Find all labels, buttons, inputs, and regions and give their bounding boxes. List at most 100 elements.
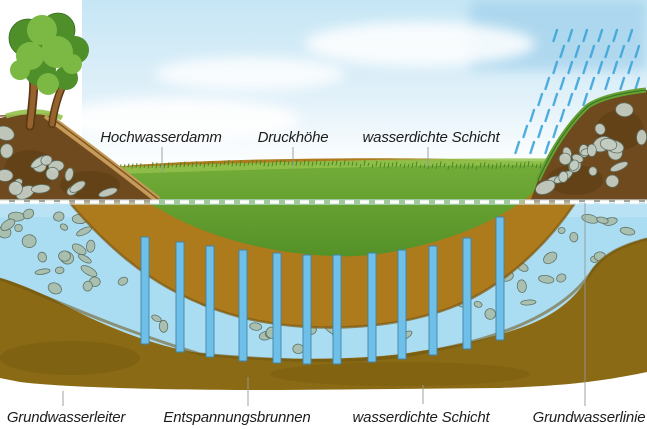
grass-tuft [307,160,310,166]
right-dam-stones [535,102,647,195]
grass-tuft [279,159,282,165]
grass-tuft [491,164,494,169]
grass-tuft [155,162,158,169]
rain-drop [597,60,604,75]
rain-drop [627,28,634,43]
relief-well [140,236,150,345]
rain-drop [627,60,634,75]
rain-drop [612,28,619,43]
grass-tuft [299,161,302,166]
grass-tuft [515,162,518,168]
rain [514,28,641,155]
stone [0,125,15,141]
grass-tuft [447,165,450,170]
grass-tuft [451,161,454,168]
stone [69,180,86,193]
stone [569,231,579,243]
olive-layer [0,238,647,390]
grass-tuft [359,163,362,168]
basin-green [98,160,565,257]
grass-tuft [399,163,402,168]
stone [520,299,537,306]
stone [71,243,87,256]
relief-well [367,252,377,363]
grass-tuft [235,162,238,166]
grass-tuft [503,163,506,168]
stone [86,239,96,253]
label-grundwasserleiter: Grundwasserleiter [6,409,126,426]
rain-drop [597,28,604,43]
stone [473,301,483,308]
grass-tuft [139,163,142,169]
stone [557,226,566,234]
label-wasserdichte-schicht-oben: wasserdichte Schicht [362,129,500,146]
grass-tuft [195,161,198,168]
stone [484,308,496,320]
grass-tuft [539,162,542,169]
tree [8,12,89,131]
relief-well [175,241,185,353]
grass-tuft [283,160,286,166]
grass-tuft [523,162,526,168]
stone [596,216,609,224]
grass-tuft [535,163,538,169]
olive-shade [0,341,140,375]
grass-tuft [519,162,522,169]
stone [249,322,263,331]
stone [588,166,598,177]
grass-tuft [251,160,254,166]
stone [37,251,47,263]
olive-shade [270,362,530,386]
left-dam-stones [0,125,118,200]
rain-drop [634,44,641,59]
grass-tuft [467,163,470,170]
grass-tuft [135,163,138,169]
stone [615,102,634,118]
stone [636,129,647,146]
rain-drop [574,76,581,91]
grass-tuft [183,161,186,168]
stone [558,170,569,183]
rain-drop [589,44,596,59]
stone [609,161,629,173]
grass-tuft [531,163,534,168]
relief-well [238,249,248,362]
rain-drop [537,92,544,107]
stone [556,273,567,283]
stone [117,276,129,286]
grass-tuft [287,161,290,166]
stone [14,223,23,233]
right-hochwasserdamm [530,87,647,202]
grass-tuft [415,161,418,168]
rain-drop [514,140,521,155]
grass-tuft [499,162,502,169]
grass-tuft [143,164,146,168]
grass-tuft [471,162,474,169]
grass-tuft [339,161,342,167]
stone [59,223,69,231]
grass-tuft [131,163,134,169]
rain-drop [582,92,589,107]
grass-tuft [263,160,266,167]
grass-tuft [231,161,234,167]
rain-drop [537,124,544,139]
grass-tuft [151,162,154,169]
grass-tuft [459,163,462,169]
grass-tuft [419,164,422,169]
rain-drop [529,140,536,155]
stone [151,314,162,323]
grass-tuft [275,159,278,166]
relief-well [272,252,282,364]
left-hochwasserdamm [0,12,161,203]
rain-drop [574,44,581,59]
stone [594,123,606,136]
rain-drop [522,124,529,139]
grass-tuft [327,162,330,166]
grass-tuft [271,161,274,167]
relief-well [205,245,215,358]
grass-tuft [223,160,226,166]
grass-tuft [495,163,498,170]
relief-well [397,249,407,360]
rain-drop [552,124,559,139]
relief-well [495,216,505,341]
